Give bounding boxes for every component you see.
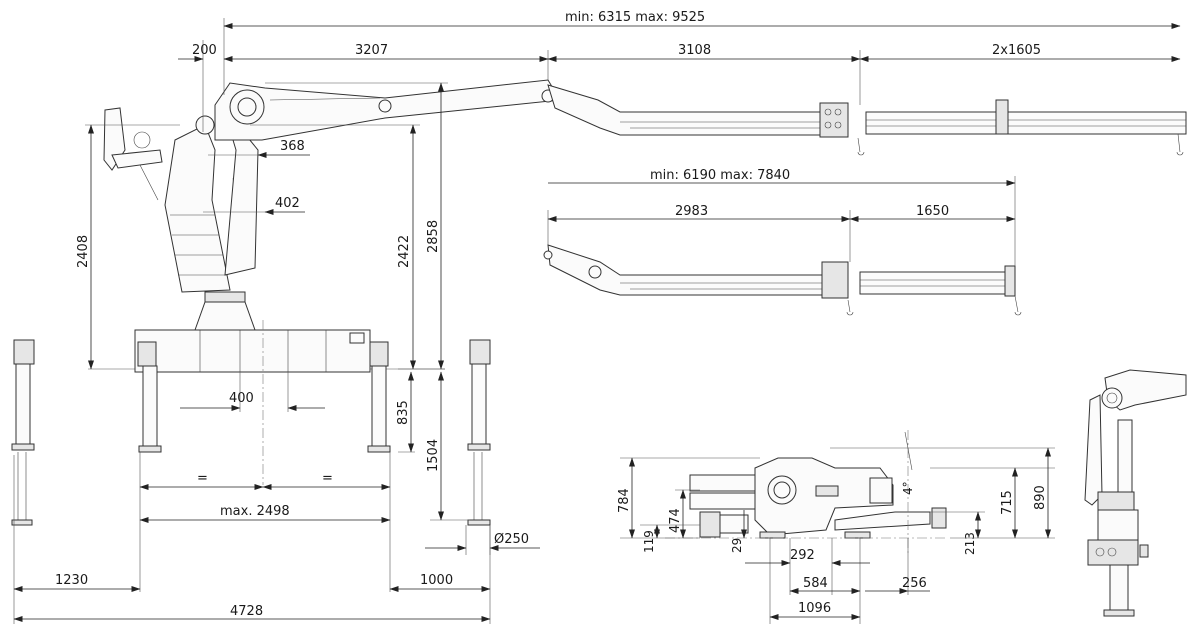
dim-2858: 2858 [426,220,441,253]
extended-leg-left [15,363,31,445]
stabilizer-leg-left [142,365,158,447]
dim-2983: 2983 [675,204,708,219]
rear-view [1084,369,1187,617]
dim-2x1605: 2x1605 [992,43,1041,58]
boom-extension [865,111,1187,135]
dim-top-29: 29 [730,538,744,553]
dim-equal-left: = [197,471,208,486]
crane-column [164,124,231,293]
dim-402: 402 [275,196,300,211]
dim-top-1096: 1096 [798,601,831,616]
dim-top-584: 584 [803,576,828,591]
dim-3108: 3108 [678,43,711,58]
dim-200: 200 [192,43,217,58]
dim-4728: 4728 [230,604,263,619]
dim-1650: 1650 [916,204,949,219]
dim-top-119: 119 [642,530,656,553]
dim-400: 400 [229,391,254,406]
dim-top-474: 474 [668,508,683,533]
outrigger-housing-left [137,341,157,367]
base-frame [134,329,371,373]
alt-boom-extension [859,271,1013,295]
dim-1230: 1230 [55,573,88,588]
top-view: 784 474 119 29 292 584 1096 256 213 715 [617,430,1055,624]
outrigger-housing-right [369,341,389,367]
dim-835: 835 [396,400,411,425]
alternative-boom-view: min: 6190 max: 7840 2983 1650 [543,168,1022,316]
dim-1504: 1504 [426,439,441,472]
dim-2408: 2408 [76,235,91,268]
dim-3207: 3207 [355,43,388,58]
dim-2422: 2422 [397,235,412,268]
dim-top-256: 256 [902,576,927,591]
dim-equal-right: = [322,471,333,486]
outer-boom [547,84,821,136]
slewing-base [194,301,256,331]
dim-angle-4: 4° [901,481,915,495]
dim-top-292: 292 [790,548,815,563]
dim-max-2498: max. 2498 [220,504,290,519]
dim-diameter-250: Ø250 [494,532,529,547]
dim-1000: 1000 [420,573,453,588]
extended-leg-right [471,363,487,445]
dim-top-715: 715 [1000,490,1015,515]
stabilizer-leg-right [371,365,387,447]
dim-total-reach: min: 6315 max: 9525 [565,10,705,25]
operator-seat [103,107,163,201]
dim-top-784: 784 [617,488,632,513]
dim-top-890: 890 [1033,485,1048,510]
dim-top-213: 213 [963,532,977,555]
dim-368: 368 [280,139,305,154]
dim-alt-reach: min: 6190 max: 7840 [650,168,790,183]
main-side-view: min: 6315 max: 9525 200 3207 3108 2x1605… [11,10,1187,624]
